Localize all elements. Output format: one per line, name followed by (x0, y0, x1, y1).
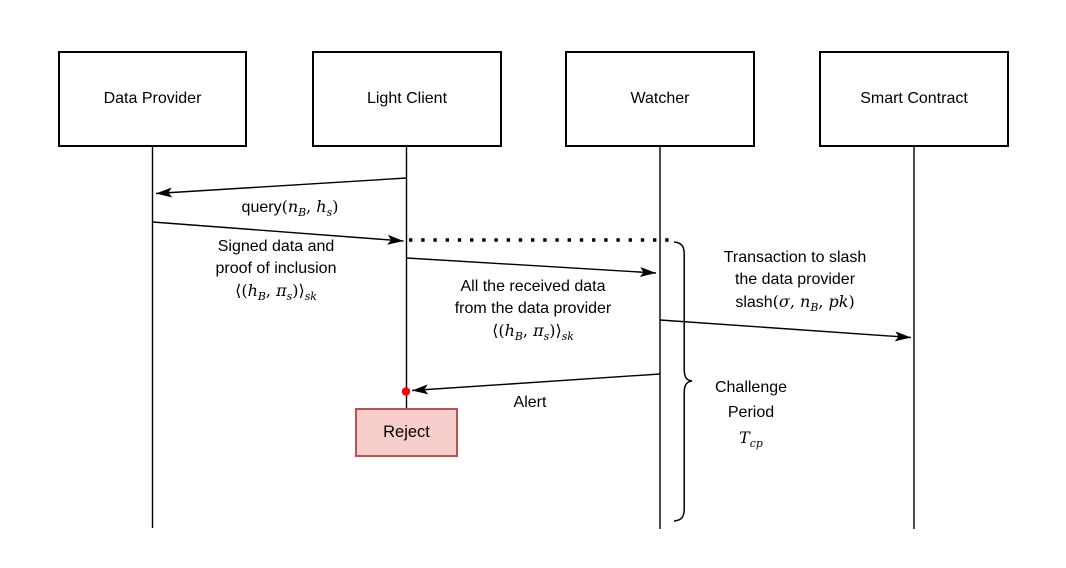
challenge-period-label: Challenge Period Tcp (715, 375, 787, 450)
actor-box-watcher: Watcher (565, 51, 755, 147)
reject-label: Reject (383, 423, 430, 441)
signed-data-payload: ⟨(hB, πs)⟩sk (235, 281, 317, 304)
all-data-payload: ⟨(hB, πs)⟩sk (492, 321, 574, 344)
actor-label-light-client: Light Client (366, 90, 448, 107)
slash-arrow (659, 319, 912, 342)
challenge-symbol: Tcp (739, 428, 763, 451)
slash-call: slash(σ, nB, pk) (735, 292, 855, 315)
alert-arrow (411, 373, 661, 395)
slash-fn: slash (735, 294, 773, 311)
signed-data-message-label: Signed data and proof of inclusion ⟨(hB,… (216, 236, 337, 302)
actor-label-smart-contract: Smart Contract (860, 90, 968, 107)
query-fn: query (241, 199, 282, 216)
signed-data-arrow (152, 221, 404, 245)
actor-box-light-client: Light Client (312, 51, 502, 147)
reject-anchor-dot (401, 387, 411, 396)
all-data-message-label: All the received data from the data prov… (455, 276, 612, 342)
all-data-line1: All the received data (460, 278, 606, 295)
query-arrow (155, 177, 407, 198)
challenge-period-brace (673, 241, 693, 522)
actor-label-watcher: Watcher (630, 90, 690, 107)
all-data-arrow (406, 257, 657, 278)
signed-data-line1: Signed data and (217, 238, 335, 255)
signed-data-line2: proof of inclusion (215, 260, 337, 277)
slash-line1: Transaction to slash (723, 249, 867, 266)
challenge-line2: Period (727, 404, 775, 421)
slash-line2: the data provider (734, 271, 856, 288)
reject-box: Reject (355, 408, 458, 457)
challenge-line1: Challenge (714, 379, 788, 396)
slash-message-label: Transaction to slash the data provider s… (724, 247, 867, 314)
actor-label-data-provider: Data Provider (103, 90, 202, 107)
actor-box-data-provider: Data Provider (58, 51, 247, 147)
alert-message-label: Alert (513, 394, 547, 411)
query-message-label: query(nB, hs) (241, 197, 339, 220)
actor-box-smart-contract: Smart Contract (819, 51, 1009, 147)
all-data-line2: from the data provider (454, 300, 612, 317)
